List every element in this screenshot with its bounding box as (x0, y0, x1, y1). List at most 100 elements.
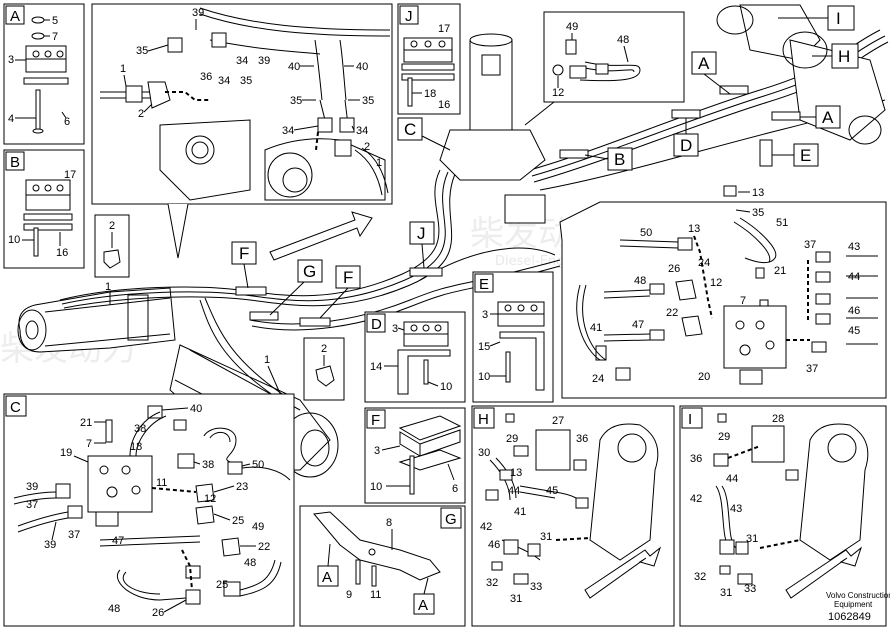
svg-text:C: C (10, 399, 21, 416)
svg-text:10: 10 (440, 381, 452, 393)
svg-text:10: 10 (370, 481, 382, 493)
svg-text:15: 15 (478, 341, 490, 353)
svg-text:40: 40 (288, 61, 300, 73)
document-footer: Volvo Construction Equipment 1062849 (826, 591, 890, 623)
svg-text:37: 37 (26, 499, 38, 511)
svg-text:20: 20 (698, 371, 710, 383)
svg-text:F: F (343, 268, 353, 287)
inset-item-2-right: 2 (303, 337, 345, 401)
svg-text:31: 31 (540, 531, 552, 543)
svg-text:36: 36 (690, 453, 702, 465)
svg-text:41: 41 (590, 322, 602, 334)
svg-text:B: B (614, 150, 625, 169)
svg-text:2: 2 (321, 343, 327, 355)
svg-text:49: 49 (252, 521, 264, 533)
svg-text:2: 2 (138, 108, 144, 120)
panel-small-detail: 49 48 12 (524, 11, 685, 126)
svg-text:25: 25 (232, 515, 244, 527)
svg-text:29: 29 (506, 433, 518, 445)
svg-text:33: 33 (530, 581, 542, 593)
svg-text:13: 13 (752, 187, 764, 199)
svg-text:3: 3 (374, 445, 380, 457)
svg-text:48: 48 (617, 34, 629, 46)
svg-text:14: 14 (370, 361, 382, 373)
panel-h: H 27 29 30 13 36 4 (471, 405, 675, 627)
svg-text:36: 36 (200, 71, 212, 83)
svg-text:45: 45 (546, 485, 558, 497)
panel-d: D 3 14 10 (364, 311, 466, 403)
svg-text:A: A (418, 597, 428, 614)
svg-text:16: 16 (56, 247, 68, 259)
svg-text:10: 10 (478, 371, 490, 383)
svg-text:35: 35 (136, 45, 148, 57)
panel-f: F 3 10 6 (364, 407, 466, 504)
svg-text:34: 34 (356, 125, 368, 137)
svg-text:E: E (800, 146, 811, 165)
svg-text:51: 51 (776, 217, 788, 229)
svg-text:37: 37 (806, 363, 818, 375)
svg-text:21: 21 (80, 417, 92, 429)
svg-text:7: 7 (740, 295, 746, 307)
svg-text:7: 7 (86, 438, 92, 450)
panel-c: C (3, 393, 295, 627)
svg-text:46: 46 (488, 539, 500, 551)
svg-text:A: A (822, 108, 834, 127)
svg-text:J: J (417, 224, 426, 243)
svg-text:50: 50 (252, 459, 264, 471)
svg-text:44: 44 (508, 485, 520, 497)
svg-text:23: 23 (236, 481, 248, 493)
main-labels: 1 1 (105, 281, 283, 399)
svg-text:48: 48 (244, 557, 256, 569)
svg-text:11: 11 (156, 477, 167, 489)
svg-text:26: 26 (152, 607, 164, 619)
svg-text:8: 8 (386, 517, 392, 529)
panel-b: B 17 10 16 (3, 149, 85, 269)
panel-a: A 5 7 3 4 6 (3, 3, 85, 145)
panel-top-detail: 39 35 1 2 36 34 35 39 34 40 40 35 35 34 … (91, 3, 393, 259)
svg-text:A: A (322, 569, 332, 586)
svg-text:18: 18 (424, 88, 436, 100)
svg-text:28: 28 (772, 413, 784, 425)
svg-text:34: 34 (236, 55, 248, 67)
svg-text:G: G (303, 262, 316, 281)
svg-text:I: I (836, 9, 841, 28)
svg-text:B: B (10, 154, 20, 171)
svg-text:9: 9 (346, 589, 352, 601)
svg-text:50: 50 (640, 227, 652, 239)
svg-text:39: 39 (26, 481, 38, 493)
inset-item-2-left: 2 (94, 214, 130, 278)
svg-text:D: D (371, 316, 382, 333)
svg-text:41: 41 (514, 506, 526, 518)
svg-text:H: H (838, 47, 850, 66)
svg-text:48: 48 (634, 275, 646, 287)
svg-text:6: 6 (64, 116, 70, 128)
svg-text:30: 30 (478, 447, 490, 459)
svg-text:39: 39 (258, 55, 270, 67)
svg-text:16: 16 (438, 99, 450, 111)
svg-text:A: A (10, 8, 20, 25)
svg-text:18: 18 (130, 441, 142, 453)
svg-text:D: D (680, 136, 692, 155)
panel-valve-detail: 13 35 51 13 50 24 37 43 48 26 21 44 12 7… (559, 185, 887, 399)
svg-text:35: 35 (290, 95, 302, 107)
svg-text:1: 1 (120, 63, 126, 75)
svg-text:26: 26 (668, 263, 680, 275)
svg-text:2: 2 (364, 141, 370, 153)
svg-text:38: 38 (202, 459, 214, 471)
svg-text:38: 38 (134, 423, 146, 435)
svg-text:22: 22 (666, 307, 678, 319)
svg-text:42: 42 (690, 493, 702, 505)
svg-text:47: 47 (112, 535, 124, 547)
svg-text:31: 31 (510, 593, 522, 605)
svg-text:43: 43 (848, 241, 860, 253)
svg-text:31: 31 (720, 587, 732, 599)
svg-text:C: C (404, 120, 416, 139)
svg-text:1: 1 (105, 281, 111, 293)
svg-text:17: 17 (438, 23, 450, 35)
svg-text:3: 3 (8, 54, 14, 66)
svg-text:19: 19 (60, 447, 72, 459)
svg-text:37: 37 (68, 529, 80, 541)
main-callouts: I H A A B D E C F G F J (231, 5, 859, 319)
svg-text:40: 40 (190, 403, 202, 415)
svg-text:42: 42 (480, 521, 492, 533)
